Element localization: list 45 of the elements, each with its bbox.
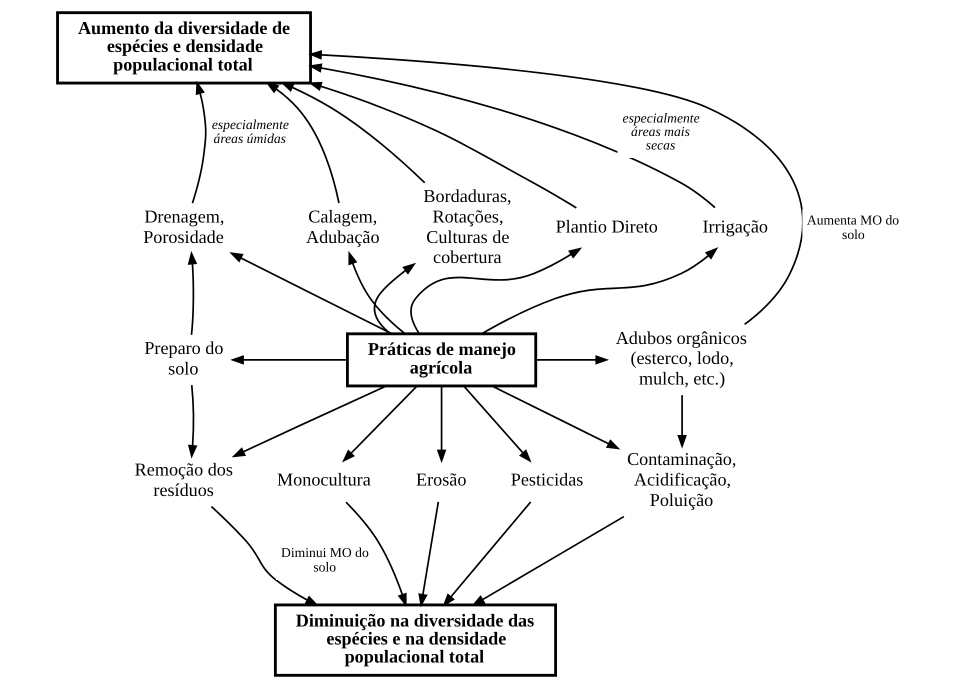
node-text: Monocultura [277, 470, 371, 490]
arrow [229, 252, 392, 334]
arrow [192, 80, 207, 204]
arrow [210, 506, 319, 606]
arrow [410, 247, 582, 334]
edge-label: especialmente áreas úmidas [212, 117, 289, 146]
arrow [188, 250, 198, 335]
node-text: Preparo do solo [144, 338, 224, 378]
node-text: Irrigação [702, 216, 768, 237]
node-text: Adubos orgânicos (esterco, lodo, mulch, etc.) [616, 328, 747, 389]
arrow [232, 385, 386, 458]
node-text: Erosão [416, 470, 466, 490]
node-text: Plantio Direto [556, 216, 658, 237]
node-text: Contaminação, Acidificação, Poluição [627, 449, 736, 510]
node-box: Práticas de manejo agrícola [346, 332, 538, 388]
arrow [342, 385, 418, 463]
node-text: Remoção dos resíduos [134, 459, 233, 500]
node-box: Diminuição na diversidade das espécies e na densidade populacional total [274, 604, 558, 677]
node-box: Aumento da diversidade de espécies e densidade populacional total [56, 11, 312, 84]
arrow [436, 386, 446, 464]
arrow [308, 63, 716, 208]
arrow [536, 355, 610, 365]
arrow [481, 247, 718, 334]
edge-label: Diminui MO do solo [281, 544, 369, 575]
arrow [280, 82, 426, 184]
arrow [308, 50, 804, 325]
arrow [418, 502, 440, 608]
arrow [265, 82, 340, 204]
edge-label: especialmente áreas mais secas [622, 110, 700, 153]
arrow [463, 385, 532, 463]
node-text: Calagem, Adubação [306, 206, 380, 247]
arrow [188, 385, 198, 459]
arrow [230, 355, 348, 365]
node-text: Pesticidas [510, 470, 584, 490]
node-text: Drenagem, Porosidade [143, 206, 224, 247]
arrow [492, 385, 620, 450]
arrow [345, 502, 407, 608]
edge-label: Aumenta MO do solo [806, 212, 900, 242]
arrow [348, 250, 406, 334]
arrow [677, 395, 687, 449]
arrow [374, 262, 416, 334]
node-text: Bordaduras, Rotações, Culturas de cobertura [423, 186, 512, 268]
arrow [442, 501, 532, 607]
arrow [471, 516, 624, 606]
arrow [308, 82, 577, 209]
